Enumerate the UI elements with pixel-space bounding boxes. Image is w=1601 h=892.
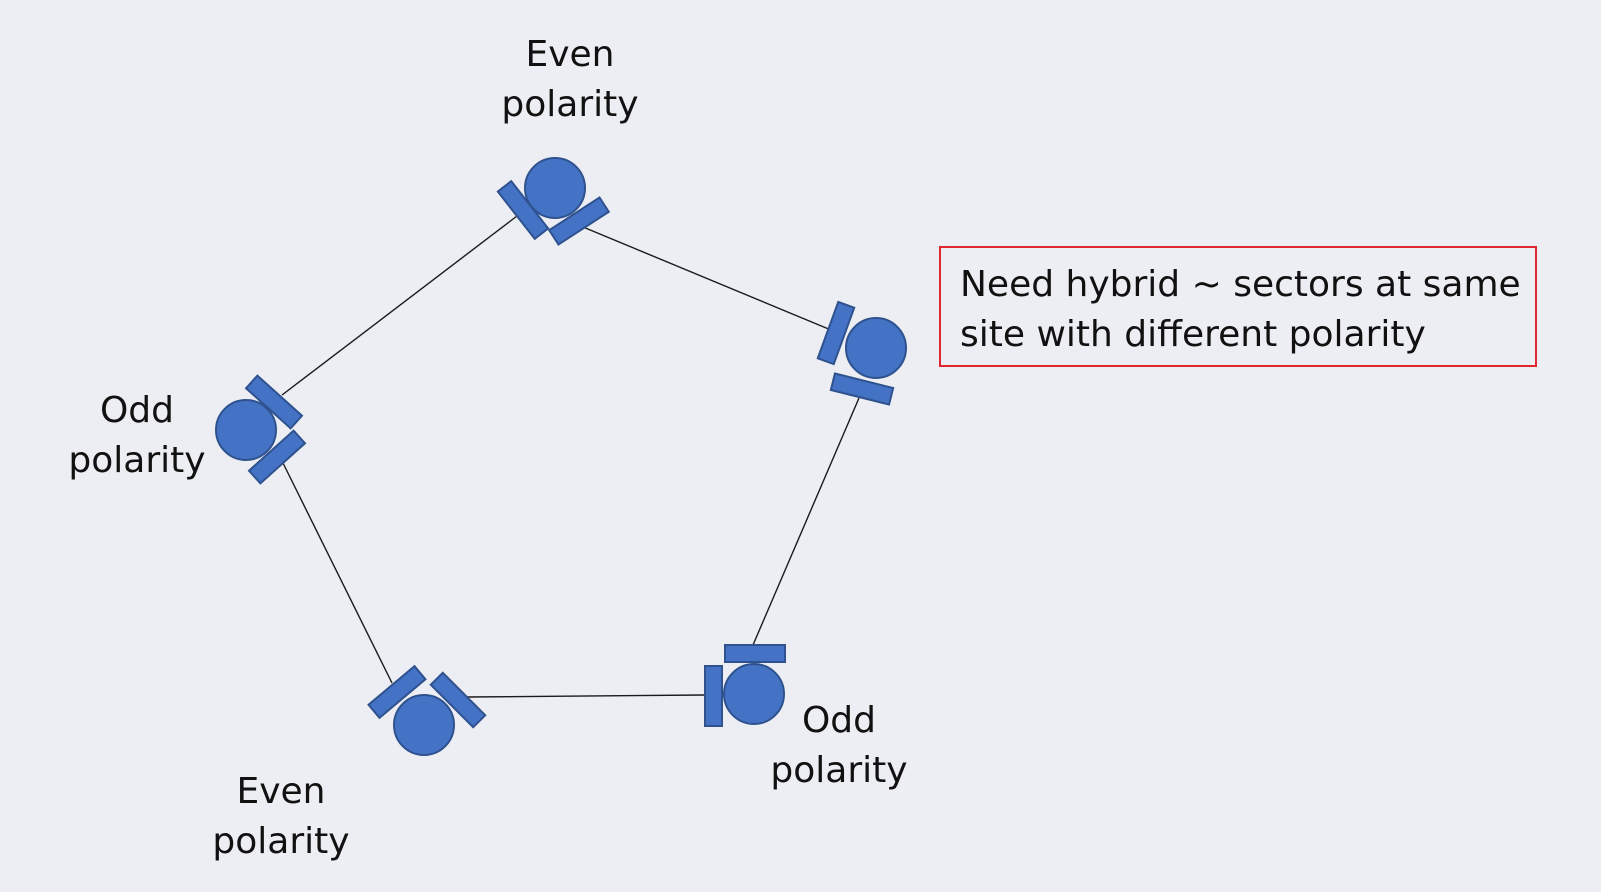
node-right-bar-vertical <box>816 300 856 366</box>
label-bottom-left-line1: Even <box>236 771 326 812</box>
node-bottom-right-bar-left <box>704 665 723 727</box>
node-left-bar-lower <box>247 429 307 485</box>
node-bottom-left-bar-left <box>367 664 427 720</box>
node-top-circle <box>524 157 586 219</box>
edge-right-to-bottom-right <box>752 397 860 646</box>
node-top-bar-right <box>547 196 611 246</box>
edges <box>281 215 860 698</box>
label-bottom-right-line1: Odd <box>801 700 877 741</box>
node-bottom-left <box>367 664 487 756</box>
node-top <box>496 157 611 246</box>
label-left-line2: polarity <box>68 440 206 481</box>
node-left <box>215 374 307 485</box>
edge-bottom-left-to-left <box>281 460 393 684</box>
node-bottom-left-circle <box>393 694 455 756</box>
node-right-bar-horizontal <box>829 372 895 406</box>
note-line1: Need hybrid ~ sectors at same <box>960 264 1521 305</box>
edge-top-to-right <box>582 226 832 331</box>
node-top-bar-left <box>496 179 550 241</box>
node-left-circle <box>215 399 277 461</box>
label-top: Even polarity <box>470 30 670 130</box>
label-top-line2: polarity <box>501 84 639 125</box>
node-right <box>816 300 907 406</box>
label-bottom-left: Even polarity <box>181 767 381 867</box>
label-bottom-right: Odd polarity <box>748 696 930 796</box>
node-right-circle <box>845 317 907 379</box>
edge-top-to-left <box>281 215 518 396</box>
node-bottom-right <box>704 644 786 727</box>
note-box: Need hybrid ~ sectors at same site with … <box>939 246 1537 367</box>
node-bottom-left-bar-right <box>429 671 487 729</box>
label-left-line1: Odd <box>99 390 175 431</box>
label-bottom-right-line2: polarity <box>770 750 908 791</box>
label-top-line1: Even <box>525 34 615 75</box>
node-bottom-right-circle <box>723 663 785 725</box>
node-left-bar-upper <box>244 374 304 430</box>
edge-bottom-right-to-bottom-left <box>465 694 706 698</box>
note-line2: site with different polarity <box>960 314 1426 355</box>
node-bottom-right-bar-top <box>724 644 786 663</box>
label-bottom-left-line2: polarity <box>212 821 350 862</box>
label-left: Odd polarity <box>46 386 228 486</box>
